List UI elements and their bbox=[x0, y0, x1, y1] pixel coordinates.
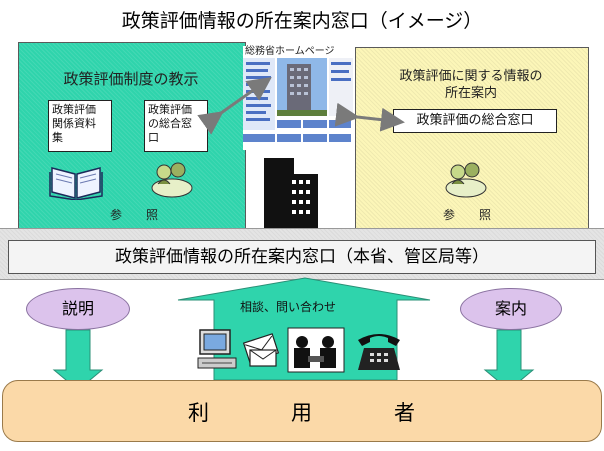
people-icon bbox=[445, 162, 487, 198]
telephone-icon bbox=[358, 334, 400, 370]
explain-oval: 説明 bbox=[26, 288, 130, 330]
building-icon bbox=[264, 158, 318, 230]
people-icon bbox=[151, 162, 193, 198]
right-panel-heading-line: 所在案内 bbox=[444, 86, 497, 101]
consultation-people-icon bbox=[287, 327, 345, 373]
materials-box-line: 関係資料 bbox=[52, 117, 96, 130]
right-panel bbox=[355, 47, 589, 232]
general-window-box-line: 口 bbox=[148, 131, 159, 144]
mail-icon bbox=[242, 333, 280, 367]
page-title: 政策評価情報の所在案内窓口（イメージ） bbox=[121, 10, 483, 32]
users-char: 者 bbox=[394, 401, 415, 425]
book-icon bbox=[49, 167, 103, 200]
materials-box: 政策評価 関係資料 集 bbox=[48, 100, 112, 152]
homepage-label: 総務省ホームページ bbox=[245, 46, 335, 57]
computer-icon bbox=[197, 329, 237, 369]
left-panel-heading: 政策評価制度の教示 bbox=[63, 70, 199, 88]
general-window-box-line: 政策評価 bbox=[148, 103, 192, 116]
right-panel-heading: 政策評価に関する情報の 所在案内 bbox=[355, 68, 587, 102]
users-char: 用 bbox=[291, 401, 312, 425]
center-band-label: 政策評価情報の所在案内窓口（本省、管区局等） bbox=[8, 240, 596, 274]
general-window-box-right: 政策評価の総合窓口 bbox=[393, 109, 557, 133]
right-panel-heading-line: 政策評価に関する情報の bbox=[399, 69, 543, 84]
materials-box-line: 政策評価 bbox=[52, 103, 96, 116]
consult-label: 相談、問い合わせ bbox=[240, 300, 337, 314]
general-window-box-line: の総合窓 bbox=[148, 117, 192, 130]
left-reference-label: 参 照 bbox=[110, 208, 165, 222]
guide-oval: 案内 bbox=[460, 288, 562, 330]
right-reference-label: 参 照 bbox=[443, 208, 498, 222]
users-char: 利 bbox=[188, 401, 209, 425]
users-bar bbox=[2, 380, 602, 442]
materials-box-line: 集 bbox=[52, 131, 63, 144]
